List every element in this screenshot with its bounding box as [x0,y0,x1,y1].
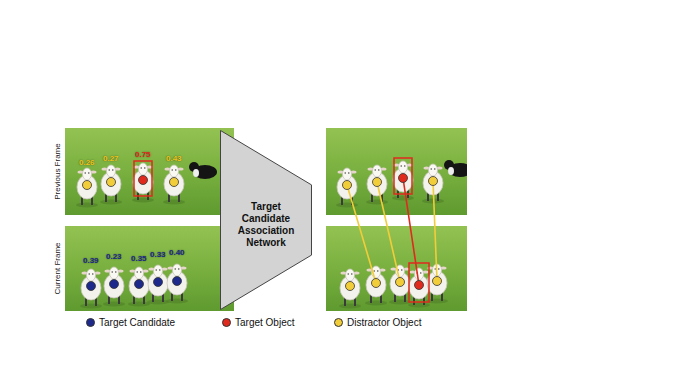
distractor-dot [396,278,405,287]
frame-axis-label: Current Frame [53,242,62,294]
legend-swatch [334,318,343,327]
candidate-dot [173,277,182,286]
score-number: 0.27 [103,154,119,163]
score-number: 0.35 [131,254,147,263]
sheep [389,265,411,305]
score-number: 0.43 [166,154,182,163]
score-number: 0.33 [150,250,166,259]
sheep [103,267,125,307]
sheep [365,266,387,306]
target-dot [399,174,408,183]
target-box [394,158,412,194]
candidate-dot [154,278,163,287]
network-trapezoid: Target Candidate Association Network [220,130,312,310]
candidate-dot [110,280,119,289]
candidate-dot [135,280,144,289]
association-lines [347,178,437,285]
distractor-dot [343,181,352,190]
grass-ground [65,128,234,215]
legend-text: Target Candidate [99,317,175,328]
frame-axis-label: Previous Frame [53,143,62,199]
sheep [80,269,102,309]
distractor-dot [346,282,355,291]
distractor-dot [107,178,116,187]
score-number: 0.75 [135,150,151,159]
grass-ground [326,128,467,215]
sheep [128,267,150,307]
sheep [163,165,185,205]
right-dots [343,174,442,291]
dog [444,160,467,177]
target-dot [139,176,148,185]
node-label: Target Candidate Association Network [231,201,301,249]
sheep [336,168,358,208]
previous-frame-photo [65,128,234,215]
target-dot [415,281,424,290]
score-number: 0.40 [169,248,185,257]
sheep [339,269,361,309]
grass-ground [65,226,234,311]
legend-swatch [222,318,231,327]
score-number: 0.26 [79,158,95,167]
distractor-dot [429,177,438,186]
distractor-dot [373,178,382,187]
sheep [76,168,98,208]
target-box [409,263,429,302]
target-box [134,161,152,196]
distractor-link [347,185,376,283]
sheep [100,165,122,205]
distractor-dot [83,181,92,190]
distractor-link [377,182,400,282]
distractor-dot [372,279,381,288]
score-number: 0.39 [83,256,99,265]
legend-text: Distractor Object [347,317,421,328]
current-frame-photo [65,226,234,311]
distractor-link [433,181,437,281]
distractor-dot [170,178,179,187]
distractor-dot [433,277,442,286]
sheep [166,264,188,304]
legend-swatch [86,318,95,327]
sheep [366,165,388,205]
score-number: 0.23 [106,252,122,261]
sheep [147,265,169,305]
legend-text: Target Object [235,317,294,328]
target-link [403,178,419,285]
dog [189,162,217,179]
trapezoid-shape [221,131,312,310]
candidate-dot [87,282,96,291]
previous-frame-photo [326,128,467,215]
